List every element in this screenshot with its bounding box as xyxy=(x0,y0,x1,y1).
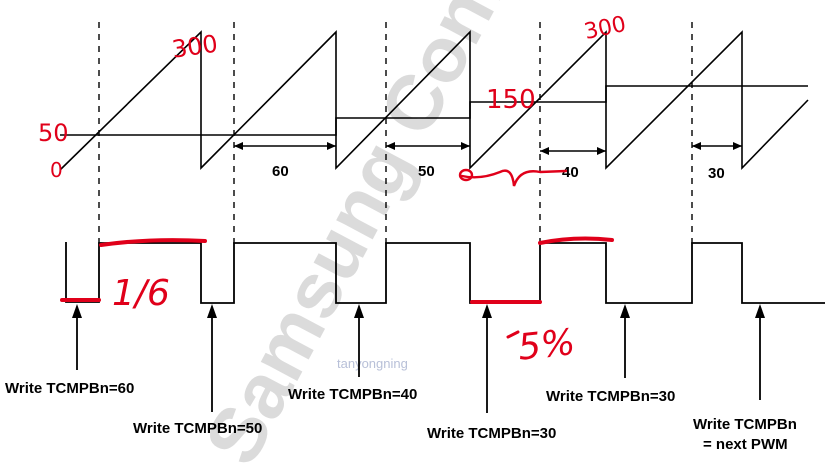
annot-slash-mark xyxy=(506,330,520,339)
annot-peak-right: 300 xyxy=(582,12,628,45)
annot-peak-left: 300 xyxy=(170,30,219,64)
write-label-40: Write TCMPBn=40 xyxy=(288,386,417,403)
annot-level-150: 150 xyxy=(486,85,536,115)
write-arrows xyxy=(72,304,765,413)
annot-overline-left xyxy=(99,238,207,247)
period-label-30: 30 xyxy=(708,165,725,182)
dashed-guides xyxy=(98,22,693,245)
annot-duty-right: 5% xyxy=(516,322,577,369)
pwm-output-waveform xyxy=(65,242,825,304)
period-arrows xyxy=(234,142,742,155)
annot-circle-zero xyxy=(458,168,474,182)
period-label-60: 60 xyxy=(272,163,289,180)
write-label-50: Write TCMPBn=50 xyxy=(133,420,262,437)
annot-duty-left: 1/6 xyxy=(112,273,170,314)
period-label-50: 50 xyxy=(418,163,435,180)
annot-zero: 0 xyxy=(50,158,63,182)
write-label-next-line2: = next PWM xyxy=(703,436,788,453)
counter-sawtooth xyxy=(59,30,809,171)
write-label-30b: Write TCMPBn=30 xyxy=(546,388,675,405)
period-label-40: 40 xyxy=(562,164,579,181)
write-label-30a: Write TCMPBn=30 xyxy=(427,425,556,442)
annot-squiggle xyxy=(460,169,568,187)
compare-level-line xyxy=(60,85,808,136)
write-label-60: Write TCMPBn=60 xyxy=(5,380,134,397)
watermark-small-text: tanyongning xyxy=(337,356,408,371)
annot-overline-right xyxy=(538,236,614,245)
write-label-next-line1: Write TCMPBn xyxy=(693,416,797,433)
annot-level-50: 50 xyxy=(38,119,69,147)
